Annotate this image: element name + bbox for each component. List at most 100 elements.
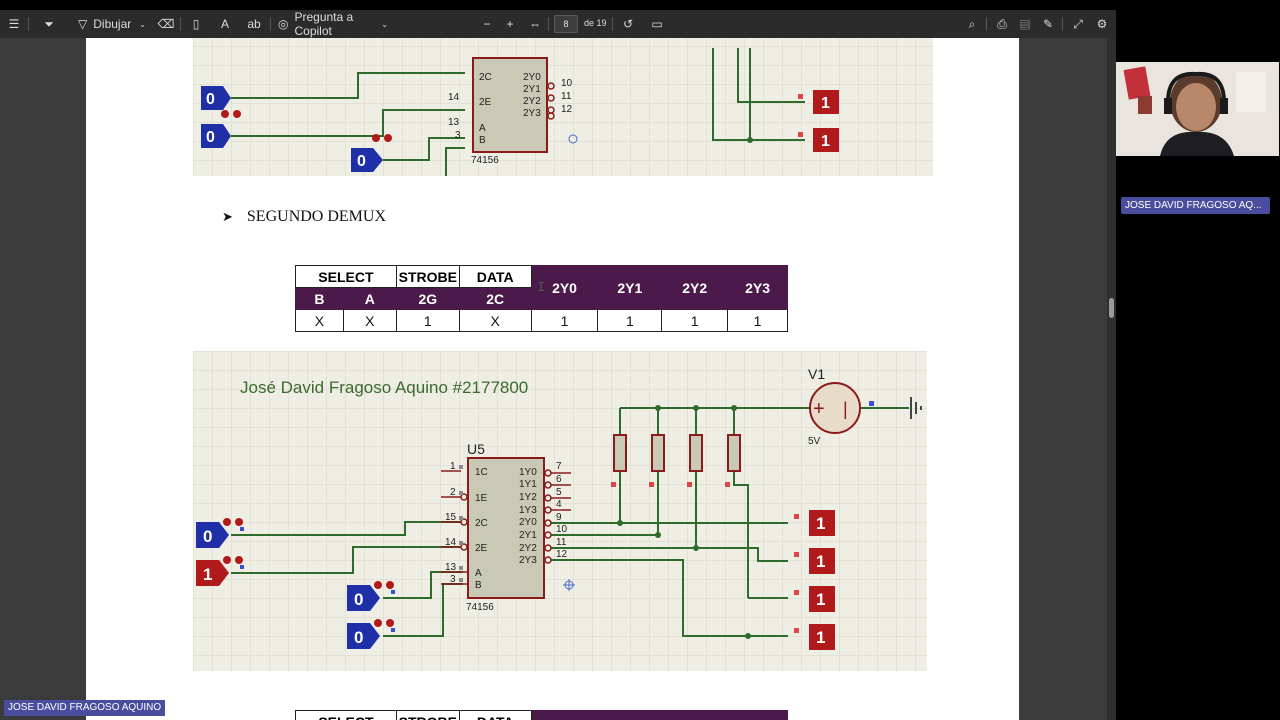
- fit-page-icon[interactable]: ⇔: [529, 17, 541, 31]
- input-value: 0: [357, 153, 366, 170]
- draw-button[interactable]: ▽ Dibujar ⌄: [78, 14, 148, 34]
- print-icon[interactable]: ⎙: [997, 16, 1007, 31]
- port-label: 2Y1: [519, 530, 537, 541]
- page-total-label: de 19: [584, 18, 607, 28]
- input-value: 0: [354, 628, 363, 647]
- pin-number: 15: [445, 512, 457, 523]
- table-header: 2Y2: [661, 265, 729, 310]
- bullet-arrow-icon: ➤: [222, 209, 233, 224]
- participant-video: [1116, 62, 1279, 156]
- pin-number: 1: [450, 461, 456, 472]
- schematic-main: José David Fragoso Aquino #2177800: [193, 351, 927, 671]
- pin-number: 11: [556, 537, 567, 548]
- fullscreen-icon[interactable]: ⤢: [1073, 16, 1083, 31]
- scrollbar-thumb[interactable]: [1109, 298, 1114, 318]
- out-label: 2Y2: [523, 96, 541, 107]
- pdf-toolbar: ☰ ⏷ ▽ Dibujar ⌄ ⌫ ▯ A ab ◎ Pregunta a Co…: [0, 10, 1116, 38]
- table-subheader: A: [342, 287, 397, 310]
- pin-number: 14: [448, 92, 460, 103]
- draw-icon: ▽: [78, 17, 88, 31]
- output-value: 1: [816, 552, 825, 571]
- table-header: 2Y1: [597, 265, 663, 310]
- pin-number: 4: [556, 499, 562, 510]
- pin-number: 3: [455, 130, 461, 141]
- page-view-icon[interactable]: ▯: [192, 17, 200, 31]
- port-label: 1Y2: [519, 492, 537, 503]
- copilot-button[interactable]: ◎ Pregunta a Copilot ⌄: [278, 10, 388, 38]
- table-header: STROBE: [395, 265, 460, 288]
- port-label: A: [479, 123, 486, 134]
- zoom-out-icon[interactable]: −: [483, 17, 491, 31]
- search-icon[interactable]: ⌕: [968, 16, 976, 31]
- two-page-icon[interactable]: ▭: [651, 17, 663, 31]
- port-label: B: [479, 135, 486, 146]
- section-heading-text: SEGUNDO DEMUX: [246, 208, 387, 225]
- pdf-page: 2C 2E A B 2Y0 2Y1 2Y2 2Y3 74156 10 11 12…: [86, 38, 1019, 720]
- table-cell: X: [295, 309, 344, 332]
- read-aloud-icon[interactable]: A: [220, 17, 229, 31]
- translate-icon[interactable]: ab: [247, 17, 261, 31]
- zoom-in-icon[interactable]: +: [506, 17, 514, 31]
- rotate-icon[interactable]: ↺: [622, 17, 634, 31]
- table-cell: 1: [727, 309, 788, 332]
- pin-number: 10: [561, 78, 573, 89]
- port-label: B: [475, 580, 482, 591]
- pin-number: 13: [445, 562, 457, 573]
- source-value: 5V: [808, 436, 821, 447]
- input-value: 0: [206, 129, 215, 146]
- table-cell: 1: [530, 309, 599, 332]
- table-header: SELECT: [295, 710, 397, 720]
- svg-text:+: +: [813, 398, 825, 420]
- output-value: 1: [816, 514, 825, 533]
- schematic-top: 2C 2E A B 2Y0 2Y1 2Y2 2Y3 74156 10 11 12…: [193, 38, 933, 176]
- input-value: 0: [203, 527, 212, 546]
- table-cell: 1: [661, 309, 729, 332]
- port-label: 2E: [479, 97, 492, 108]
- port-label: 1E: [475, 493, 488, 504]
- pin-number: 9: [556, 512, 562, 523]
- port-label: 1C: [475, 467, 488, 478]
- chevron-down-icon: ⌄: [381, 19, 388, 29]
- pin-number: 6: [556, 474, 562, 485]
- truth-table: SELECT STROBE DATA 2Y0 2Y1 2Y2 2Y3 B A 2…: [295, 265, 788, 332]
- out-label: 2Y1: [523, 84, 541, 95]
- port-label: A: [475, 568, 482, 579]
- copilot-icon: ◎: [278, 17, 289, 31]
- table-subheader: B: [295, 287, 344, 310]
- schematic-author: José David Fragoso Aquino #2177800: [240, 378, 528, 397]
- highlight-icon[interactable]: ⏷: [44, 16, 54, 31]
- port-label: 1Y3: [519, 505, 537, 516]
- out-label: 2Y3: [523, 108, 541, 119]
- out-label: 2Y0: [523, 72, 541, 83]
- page-number-input[interactable]: 8: [554, 15, 578, 33]
- pin-number: 14: [445, 537, 457, 548]
- input-value: 0: [206, 91, 215, 108]
- participant-name-label: JOSE DAVID FRAGOSO AQ...: [1121, 197, 1270, 214]
- text-cursor-icon: I: [537, 280, 546, 296]
- pin-number: 13: [448, 117, 460, 128]
- contents-icon[interactable]: ☰: [8, 17, 20, 31]
- pin-number: 12: [561, 104, 573, 115]
- presenter-name-label: JOSE DAVID FRAGOSO AQUINO: [4, 700, 166, 716]
- output-value: 1: [816, 590, 825, 609]
- table-header-purple: [530, 710, 789, 720]
- chip-name: 74156: [471, 155, 499, 166]
- output-value: 1: [821, 133, 830, 150]
- output-value: 1: [821, 95, 830, 112]
- port-label: 2Y0: [519, 517, 537, 528]
- save-icon[interactable]: ▤: [1019, 17, 1031, 31]
- pdf-viewer: ☰ ⏷ ▽ Dibujar ⌄ ⌫ ▯ A ab ◎ Pregunta a Co…: [0, 10, 1116, 720]
- vertical-scrollbar[interactable]: [1107, 38, 1116, 720]
- gear-icon[interactable]: ⚙: [1096, 17, 1108, 31]
- table-cell: X: [342, 309, 397, 332]
- output-value: 1: [816, 628, 825, 647]
- erase-icon[interactable]: ⌫: [157, 17, 175, 31]
- pin-number: 2: [450, 487, 456, 498]
- table-header: DATA: [458, 710, 532, 720]
- port-label: 1Y1: [519, 479, 537, 490]
- svg-text:|: |: [843, 399, 848, 419]
- source-ref: V1: [808, 366, 825, 382]
- pin-number: 5: [556, 487, 562, 498]
- save-as-icon[interactable]: ✎: [1042, 17, 1054, 31]
